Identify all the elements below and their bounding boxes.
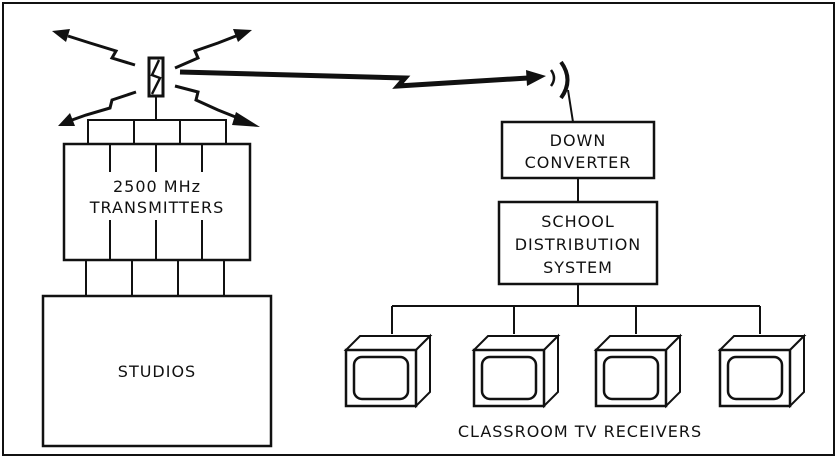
receivers-caption: CLASSROOM TV RECEIVERS (458, 422, 702, 441)
transmitters-block: 2500 MHz TRANSMITTERS (62, 142, 252, 262)
radiation-arrow-icon (174, 84, 260, 127)
radiation-arrow-icon (58, 90, 137, 126)
transmitters-label-line2: TRANSMITTERS (89, 198, 224, 217)
distribution-label-line1: SCHOOL (541, 212, 614, 231)
tv-receiver-icon (343, 333, 433, 409)
radiation-arrow-icon (174, 29, 252, 70)
outer-frame (2, 2, 835, 456)
down-converter-block: DOWN CONVERTER (500, 120, 656, 180)
transmitter-output-boxes (85, 259, 225, 297)
distribution-label-line3: SYSTEM (543, 258, 613, 277)
tv-receiver-icon (593, 333, 683, 409)
down-converter-label-line2: CONVERTER (525, 153, 632, 172)
studios-block: STUDIOS (41, 294, 273, 448)
down-converter-label-line1: DOWN (550, 131, 607, 150)
radiation-arrows (52, 29, 260, 127)
studios-label: STUDIOS (118, 362, 196, 381)
antenna-feed-boxes (87, 119, 227, 145)
broadcast-antenna-icon (147, 56, 165, 120)
transmitters-label-line1: 2500 MHz (113, 177, 201, 196)
tv-receiver-icon (471, 333, 561, 409)
radiation-arrow-icon (52, 29, 136, 67)
distribution-system-block: SCHOOL DISTRIBUTION SYSTEM (497, 200, 659, 286)
tv-receiver-icon (717, 333, 807, 409)
microwave-link-arrow-icon (179, 69, 546, 89)
receiving-dish-icon (549, 60, 574, 123)
distribution-label-line2: DISTRIBUTION (515, 235, 642, 254)
distribution-bus (391, 284, 761, 334)
